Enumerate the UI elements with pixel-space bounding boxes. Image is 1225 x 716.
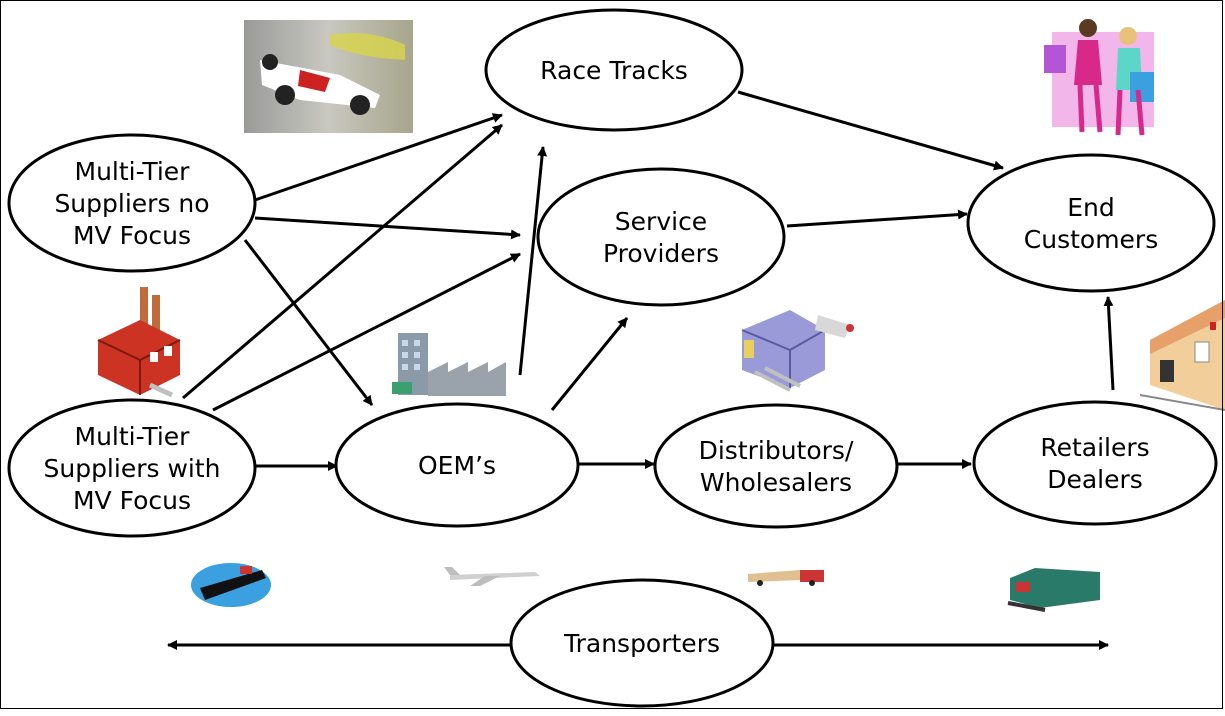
node-label: Wholesalers bbox=[700, 468, 852, 497]
node-race-tracks: Race Tracks bbox=[484, 8, 744, 132]
node-label: Multi-Tier bbox=[75, 157, 191, 186]
train-icon bbox=[1007, 568, 1100, 612]
node-label: MV Focus bbox=[73, 486, 191, 515]
node-oems: OEM’s bbox=[334, 402, 580, 528]
node-label: End bbox=[1067, 193, 1115, 222]
arrow-suppliers-no-mv-to-race-tracks bbox=[254, 113, 503, 202]
shoppers-icon bbox=[1044, 19, 1154, 136]
node-label: Providers bbox=[603, 239, 719, 268]
flow-arrows bbox=[182, 90, 1115, 471]
arrow-race-tracks-to-end-customers bbox=[737, 90, 1004, 171]
factory-icon bbox=[97, 287, 181, 398]
node-ellipse bbox=[509, 578, 775, 708]
node-label: Multi-Tier bbox=[75, 422, 191, 451]
store-icon bbox=[1139, 300, 1225, 411]
airplane-icon bbox=[444, 567, 540, 586]
node-ellipse bbox=[653, 403, 899, 529]
arrow-oems-to-service-providers bbox=[550, 317, 629, 411]
node-transporters: Transporters bbox=[509, 578, 775, 708]
arrow-service-providers-to-end-customers bbox=[786, 209, 968, 228]
node-label: Race Tracks bbox=[540, 56, 688, 85]
node-ellipse bbox=[972, 400, 1218, 526]
node-distributors: Distributors/Wholesalers bbox=[653, 403, 899, 529]
node-label: OEM’s bbox=[418, 451, 496, 480]
warehouse-icon bbox=[741, 310, 854, 392]
node-ellipse bbox=[484, 8, 744, 132]
ship-icon bbox=[191, 563, 271, 607]
node-label: Dealers bbox=[1047, 465, 1143, 494]
node-ellipse bbox=[7, 133, 257, 273]
node-ellipse bbox=[536, 167, 786, 307]
truck-icon bbox=[748, 570, 824, 586]
node-ellipse bbox=[334, 402, 580, 528]
node-label: Suppliers no bbox=[54, 189, 209, 218]
arrow-suppliers-mv-to-service-providers bbox=[212, 252, 521, 412]
node-label: Retailers bbox=[1040, 433, 1149, 462]
node-ellipse bbox=[966, 153, 1216, 293]
arrow-suppliers-mv-to-race-tracks bbox=[182, 123, 503, 400]
node-label: Service bbox=[615, 207, 707, 236]
node-label: MV Focus bbox=[73, 221, 191, 250]
node-label: Transporters bbox=[563, 629, 720, 658]
node-label: Customers bbox=[1024, 225, 1158, 254]
node-label: Distributors/ bbox=[699, 436, 854, 465]
race-car-icon bbox=[244, 20, 413, 133]
arrow-suppliers-no-mv-to-service-providers bbox=[254, 216, 521, 240]
arrow-oems-to-race-tracks bbox=[518, 146, 548, 376]
oem-factory-icon bbox=[392, 333, 506, 396]
node-label: Suppliers with bbox=[43, 454, 220, 483]
arrow-suppliers-no-mv-to-oems bbox=[243, 239, 374, 406]
node-ellipse bbox=[7, 398, 257, 538]
arrow-retailers-to-end-customers bbox=[1103, 296, 1115, 391]
flow-nodes: Race TracksServiceProvidersEndCustomersM… bbox=[7, 8, 1218, 708]
